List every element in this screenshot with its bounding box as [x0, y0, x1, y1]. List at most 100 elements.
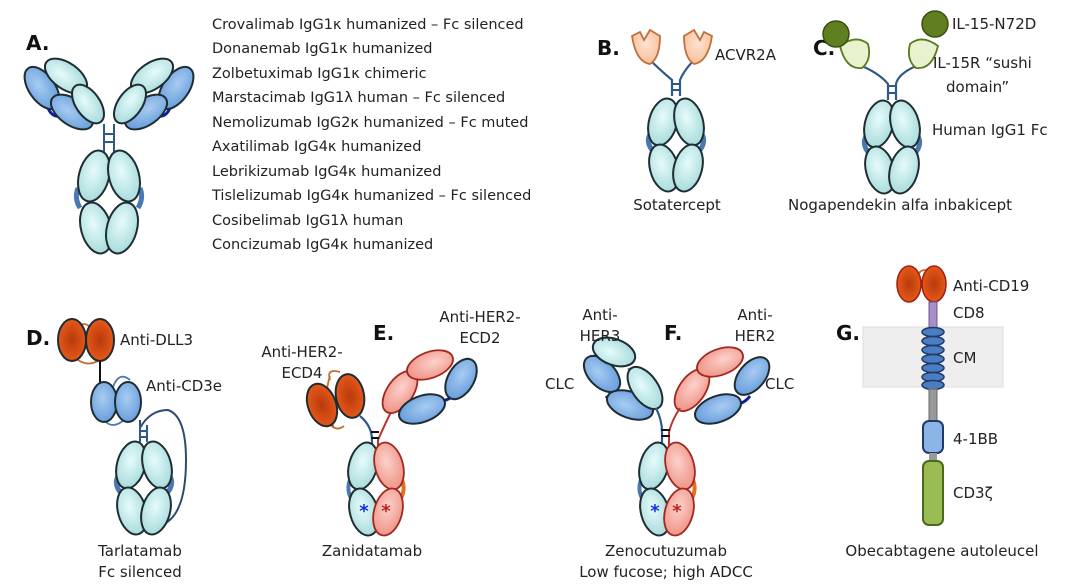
- light-chain-domain: [398, 393, 446, 425]
- drug-list-item: Marstacimab IgG1λ human – Fc silenced: [212, 90, 505, 106]
- zenocutuzumab-note: Low fucose; high ADCC: [579, 563, 753, 581]
- ch3-domain-mutated: [663, 487, 695, 537]
- cd3-zeta-domain: [922, 460, 944, 526]
- mutation-asterisk-icon: *: [672, 501, 682, 522]
- anti-cd3e-label: Anti-CD3e: [146, 377, 222, 395]
- anti-cd3e-scfv-domain: [90, 381, 118, 423]
- car-t-construct-diagram: [862, 265, 1004, 526]
- ch2-domain: [107, 149, 141, 203]
- cm-label: CM: [953, 349, 976, 367]
- heavy-chain-domain: [406, 349, 454, 381]
- anti-her2-ecd2-label-line1: Anti-HER2-: [439, 308, 520, 326]
- nogapendekin-diagram: [822, 10, 949, 195]
- tarlatamab-diagram: [57, 318, 188, 536]
- heavy-chain-domain: [113, 83, 147, 125]
- panel-g: G. Anti-CD19 CD8 CM 4-1BB: [836, 265, 1039, 560]
- fc-domain: [672, 143, 704, 193]
- panel-b-letter: B.: [597, 36, 620, 60]
- cd8-label: CD8: [953, 304, 985, 322]
- drug-list-item: Lebrikizumab IgG4κ humanized: [212, 164, 441, 180]
- anti-dll3-scfv-domain: [57, 318, 87, 362]
- drug-list-item: Zolbetuximab IgG1κ chimeric: [212, 66, 427, 82]
- anti-her3-label-line2: HER3: [580, 327, 621, 345]
- ch3-domain-mutated: [372, 487, 404, 537]
- zenocutuzumab-name: Zenocutuzumab: [605, 542, 727, 560]
- panel-d: D. Anti-DLL3 Anti-CD3e Tarlatamab: [26, 318, 222, 581]
- mutation-asterisk-icon: *: [359, 501, 369, 522]
- anti-her3-label-line1: Anti-: [582, 306, 617, 324]
- acvr2a-domain: [631, 28, 661, 65]
- tarlatamab-name: Tarlatamab: [97, 542, 182, 560]
- ch3-domain: [105, 201, 139, 255]
- il15r-sushi-domain: [838, 38, 871, 69]
- anti-her2-ecd4-scfv-domain: [305, 382, 339, 428]
- anti-cd3e-scfv-domain: [114, 381, 142, 423]
- panel-f: F. *: [545, 306, 794, 581]
- panel-b: B. ACVR2A Sotatercept: [597, 28, 777, 214]
- drug-list-item: Cosibelimab IgG1λ human: [212, 213, 403, 229]
- anti-her2-label-line2: HER2: [735, 327, 776, 345]
- anti-her2-ecd4-label-line1: Anti-HER2-: [261, 343, 342, 361]
- panel-a-letter: A.: [26, 31, 49, 55]
- anti-dll3-scfv-domain: [85, 318, 115, 362]
- anti-her2-label-line1: Anti-: [737, 306, 772, 324]
- clc-label-left: CLC: [545, 375, 574, 393]
- heavy-chain-domain: [696, 346, 744, 378]
- panel-e: E. * * Anti-HER2- ECD4 Ant: [261, 308, 520, 560]
- il15-label: IL-15-N72D: [952, 15, 1036, 33]
- sotatercept-name: Sotatercept: [633, 196, 721, 214]
- igg-antibody-diagram: [23, 57, 195, 255]
- panel-g-letter: G.: [836, 321, 860, 345]
- panel-f-letter: F.: [664, 321, 682, 345]
- anti-cd19-scfv-domain: [921, 265, 947, 303]
- obecabtagene-name: Obecabtagene autoleucel: [845, 542, 1038, 560]
- drug-list-item: Axatilimab IgG4κ humanized: [212, 139, 421, 155]
- intracellular-linker: [929, 453, 937, 461]
- il15r-label-line2: domain”: [946, 78, 1009, 96]
- drug-list-item: Crovalimab IgG1κ humanized – Fc silenced: [212, 17, 524, 33]
- fc-domain: [140, 486, 172, 536]
- heavy-chain-domain: [71, 83, 105, 125]
- light-chain-domain: [694, 393, 742, 425]
- il15r-sushi-domain: [907, 38, 940, 69]
- anti-dll3-label: Anti-DLL3: [120, 331, 193, 349]
- light-chain-domain: [733, 356, 771, 396]
- zenocutuzumab-diagram: * *: [582, 336, 771, 537]
- il15-n72d-domain: [921, 10, 949, 38]
- cd8-hinge: [928, 301, 938, 330]
- panel-a: A.: [23, 17, 531, 255]
- tarlatamab-note: Fc silenced: [98, 563, 182, 581]
- mutation-asterisk-icon: *: [650, 501, 660, 522]
- drug-list-item: Donanemab IgG1κ humanized: [212, 41, 433, 57]
- cd3-zeta-label: CD3ζ: [953, 484, 993, 502]
- intracellular-linker: [928, 388, 938, 422]
- anti-her2-ecd2-label-line2: ECD2: [459, 329, 500, 347]
- il15r-label-line1: IL-15R “sushi: [933, 54, 1032, 72]
- 4-1bb-domain: [922, 420, 944, 454]
- heavy-chain-domain: [591, 336, 637, 368]
- sotatercept-diagram: ACVR2A: [631, 28, 777, 193]
- il15-n72d-domain: [822, 20, 850, 48]
- mutation-asterisk-icon: *: [381, 501, 391, 522]
- anti-cd19-scfv-domain: [896, 265, 922, 303]
- nogapendekin-name: Nogapendekin alfa inbakicept: [788, 196, 1012, 214]
- anti-her2-ecd4-scfv-domain: [334, 373, 366, 419]
- 4-1bb-label: 4-1BB: [953, 430, 998, 448]
- panel-e-letter: E.: [373, 321, 394, 345]
- fc-domain: [888, 145, 920, 195]
- drug-list-item: Concizumab IgG4κ humanized: [212, 237, 433, 253]
- anti-cd19-label: Anti-CD19: [953, 277, 1029, 295]
- drug-list-item: Nemolizumab IgG2κ humanized – Fc muted: [212, 115, 528, 131]
- heavy-chain-domain: [626, 365, 664, 411]
- drug-list-item: Tislelizumab IgG4κ humanized – Fc silenc…: [211, 188, 531, 204]
- anti-her2-ecd4-label-line2: ECD4: [281, 364, 322, 382]
- drug-list: Crovalimab IgG1κ humanized – Fc silenced…: [211, 17, 531, 253]
- panel-d-letter: D.: [26, 326, 50, 350]
- zanidatamab-diagram: * *: [305, 349, 478, 537]
- acvr2a-domain: [683, 28, 713, 65]
- light-chain-domain: [444, 357, 478, 401]
- panel-c: C. IL-15-N72D IL-15R “sushi domain” Huma…: [788, 10, 1048, 214]
- human-igg1-fc-label: Human IgG1 Fc: [932, 121, 1048, 139]
- zanidatamab-name: Zanidatamab: [322, 542, 422, 560]
